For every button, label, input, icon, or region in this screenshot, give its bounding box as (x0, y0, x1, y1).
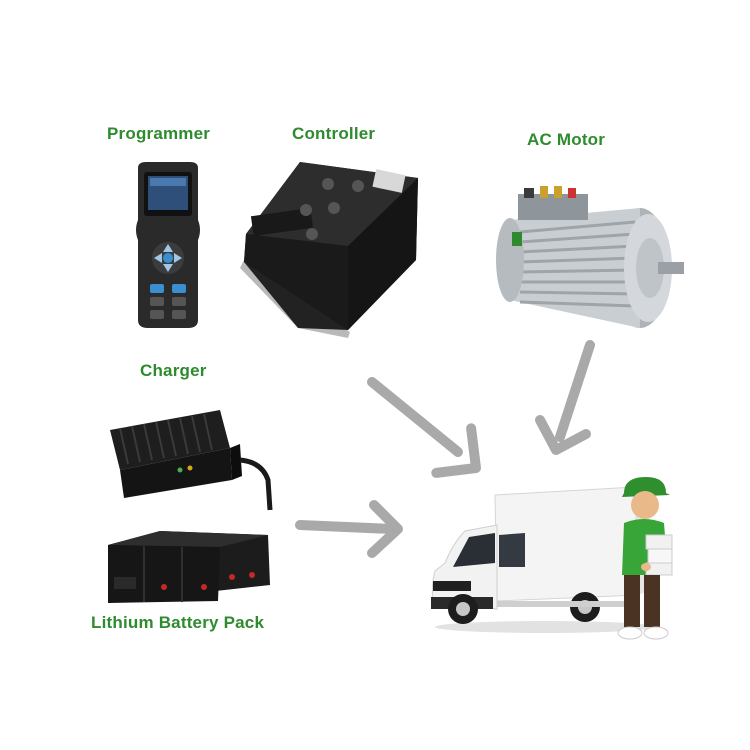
delivery-man-icon (617, 477, 673, 640)
charger-unit-icon (110, 410, 273, 511)
arrow-battery-to-truck (295, 500, 403, 558)
programmer-device-icon (136, 162, 200, 328)
arrow-motor-to-truck (535, 340, 595, 455)
programmer-label: Programmer (107, 124, 211, 143)
box-truck-icon (431, 486, 655, 633)
charger-label: Charger (140, 361, 207, 380)
controller-label: Controller (292, 124, 376, 143)
arrow-controller-to-truck (367, 377, 481, 478)
battery-pack-icon (108, 531, 270, 603)
ac-motor-icon (496, 186, 684, 328)
battery-label: Lithium Battery Pack (91, 613, 265, 632)
ac-motor-label: AC Motor (527, 130, 606, 149)
controller-box-icon (240, 162, 418, 338)
